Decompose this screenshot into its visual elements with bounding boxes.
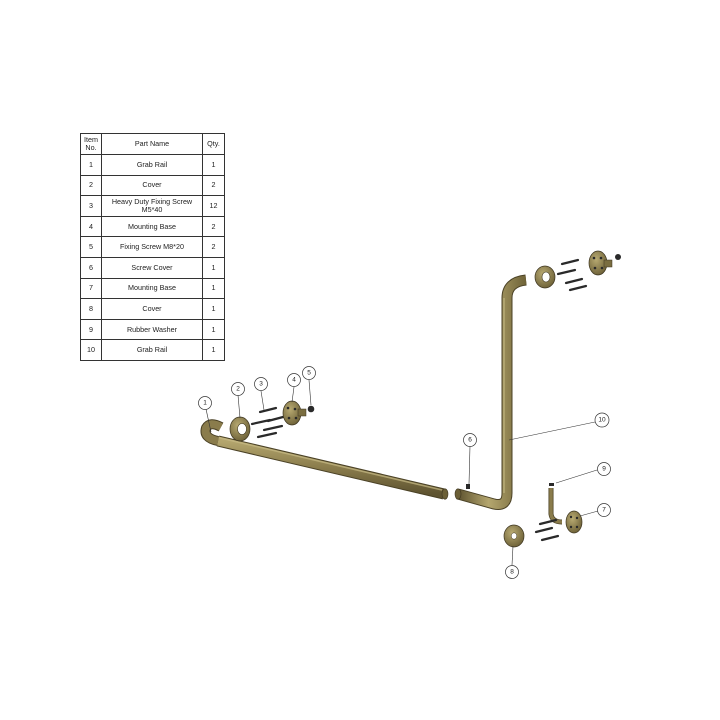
part-qty: 1 (202, 339, 225, 361)
callout-3: 3 (254, 377, 268, 391)
mounting-base-bottom-right (565, 510, 583, 534)
callout-6: 6 (463, 433, 477, 447)
fixing-screw-m8-left (307, 405, 315, 413)
fixing-screws-top-right (556, 258, 588, 292)
grab-rail-l-shaped (454, 274, 527, 510)
svg-text:7: 7 (602, 507, 606, 514)
callout-7: 7 (597, 503, 611, 517)
callout-2: 2 (231, 382, 245, 396)
callout-1: 1 (198, 396, 212, 410)
mounting-base-top-right (588, 250, 621, 276)
svg-text:9: 9 (602, 466, 606, 473)
screw-cover (466, 484, 470, 489)
callout-10: 10 (594, 412, 610, 428)
callout-5: 5 (302, 366, 316, 380)
header-qty: Qty. (202, 133, 225, 155)
mounting-base-left (282, 400, 307, 426)
leader-lines (205, 379, 599, 566)
svg-text:5: 5 (307, 370, 311, 377)
grab-rail-horizontal (200, 419, 449, 500)
svg-text:3: 3 (259, 381, 263, 388)
table-header-row: Item No. Part Name Qty. (80, 133, 225, 155)
fixing-screws-left (250, 406, 285, 439)
rubber-washer (548, 483, 563, 525)
svg-text:10: 10 (598, 417, 606, 424)
callout-8: 8 (505, 565, 519, 579)
header-item-no: Item No. (80, 133, 102, 155)
svg-text:8: 8 (510, 569, 514, 576)
svg-text:1: 1 (203, 400, 207, 407)
cover-bottom-right (503, 524, 525, 548)
svg-text:6: 6 (468, 437, 472, 444)
cover-left (229, 416, 251, 442)
cover-top-right (534, 265, 556, 289)
part-qty: 2 (202, 174, 225, 197)
svg-text:4: 4 (292, 377, 296, 384)
callout-4: 4 (287, 373, 301, 387)
callout-9: 9 (597, 462, 611, 476)
fixing-screws-bottom-right (534, 518, 560, 542)
svg-text:2: 2 (236, 386, 240, 393)
